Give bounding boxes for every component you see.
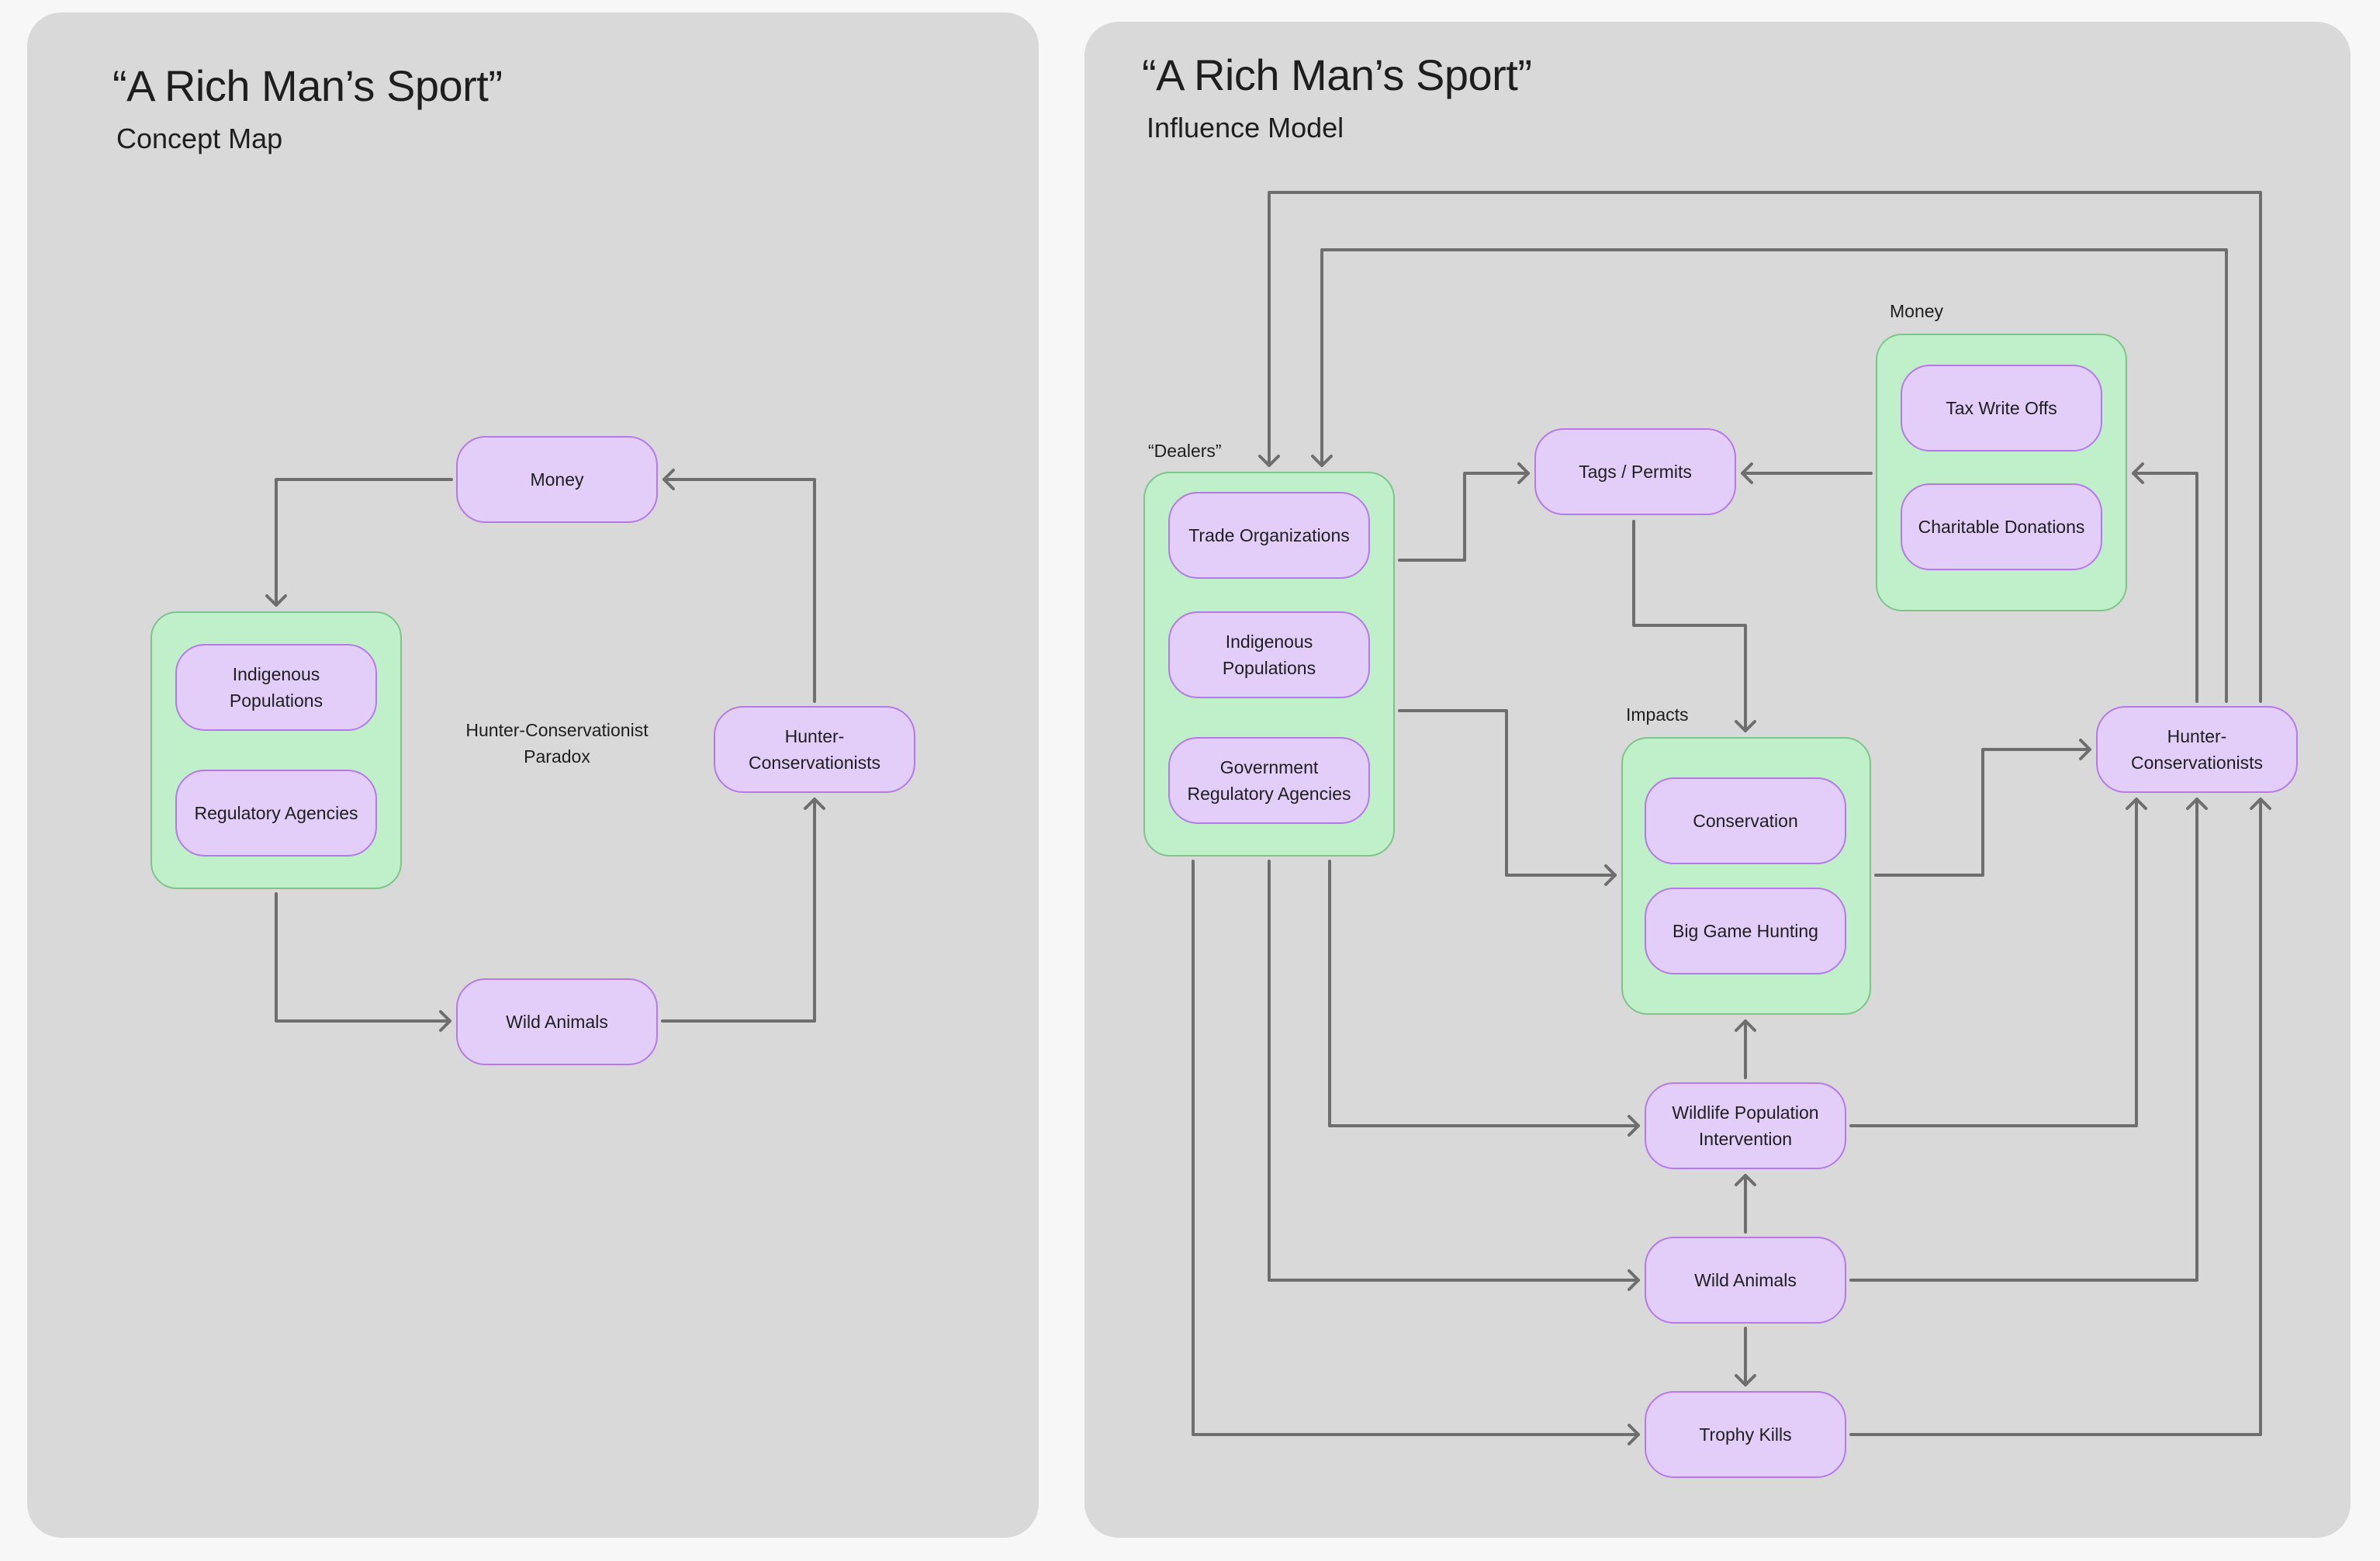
influence-model-subtitle: Influence Model [1147, 112, 1344, 144]
node-trade-organizations[interactable]: Trade Organizations [1168, 492, 1370, 579]
left-node-regulatory-agencies[interactable]: Regulatory Agencies [175, 770, 377, 857]
money-group-label: Money [1890, 301, 1944, 321]
left-node-indigenous-populations[interactable]: Indigenous Populations [175, 644, 377, 731]
node-charitable-donations[interactable]: Charitable Donations [1901, 483, 2102, 570]
node-government-regulatory-agencies[interactable]: Government Regulatory Agencies [1168, 737, 1370, 824]
left-node-wild-animals[interactable]: Wild Animals [456, 978, 658, 1065]
concept-map-subtitle: Concept Map [116, 123, 283, 154]
node-wild-animals[interactable]: Wild Animals [1645, 1237, 1846, 1324]
node-conservation[interactable]: Conservation [1645, 777, 1846, 864]
node-trophy-kills[interactable]: Trophy Kills [1645, 1391, 1846, 1478]
paradox-label: Hunter-Conservationist Paradox [465, 720, 649, 767]
dealers-group-label: “Dealers” [1148, 441, 1222, 461]
left-node-money[interactable]: Money [456, 436, 658, 523]
impacts-group-label: Impacts [1626, 704, 1689, 725]
concept-map-title: “A Rich Man’s Sport” [112, 61, 503, 110]
node-wildlife-population-intervention[interactable]: Wildlife Population Intervention [1645, 1082, 1846, 1169]
node-indigenous-populations[interactable]: Indigenous Populations [1168, 611, 1370, 698]
node-big-game-hunting[interactable]: Big Game Hunting [1645, 888, 1846, 974]
left-node-hunter-conservationists[interactable]: Hunter-Conservationists [714, 706, 915, 793]
node-hunter-conservationists[interactable]: Hunter-Conservationists [2096, 706, 2298, 793]
node-tags-permits[interactable]: Tags / Permits [1534, 428, 1736, 515]
node-tax-write-offs[interactable]: Tax Write Offs [1901, 365, 2102, 452]
influence-model-title: “A Rich Man’s Sport” [1142, 50, 1532, 99]
